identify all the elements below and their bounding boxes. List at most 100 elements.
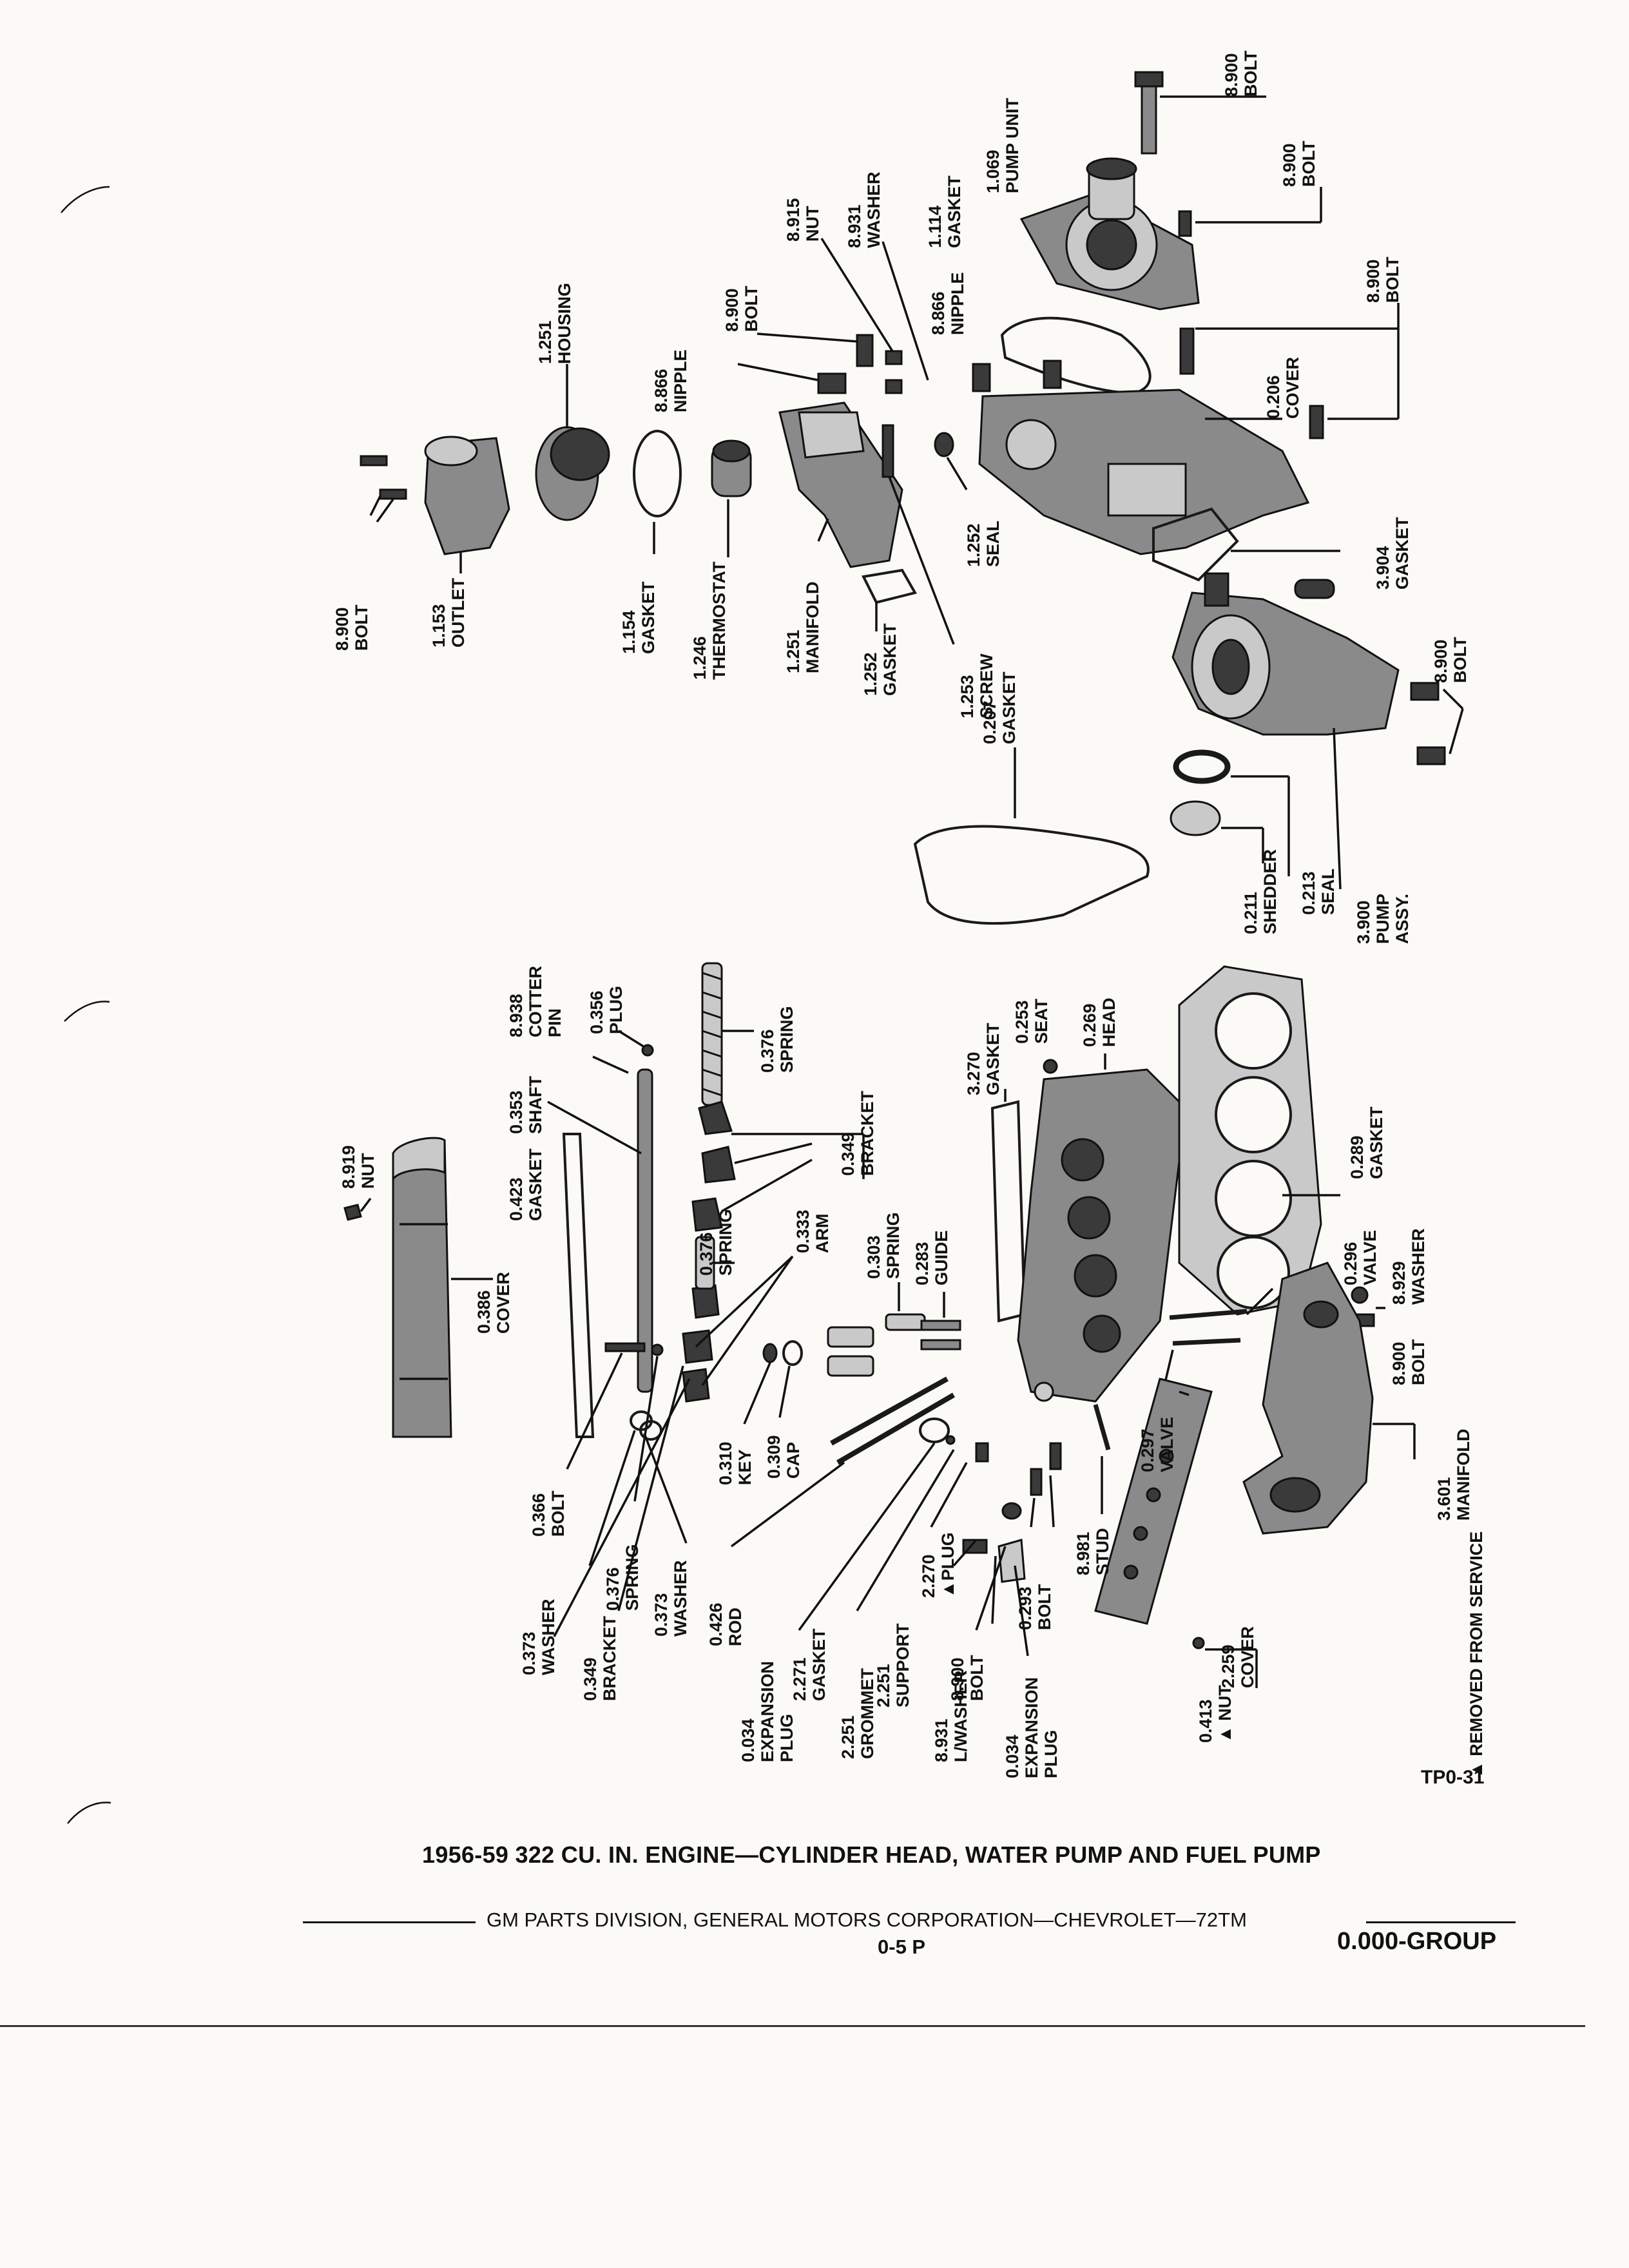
callout-number: 1.252 — [861, 652, 880, 696]
callout-number: 0.373 — [651, 1593, 671, 1637]
callout-name: VALVE — [1157, 1417, 1177, 1472]
shaft-bolt — [604, 1342, 646, 1352]
callout-number: 1.153 — [429, 604, 448, 648]
callout-number: 0.423 — [506, 1177, 526, 1221]
plug-2 — [1001, 1502, 1022, 1520]
callout-label: 3.601MANIFOLD — [1434, 1429, 1473, 1521]
callout-number: 0.293 — [1016, 1586, 1035, 1630]
callout-label: 0.034EXPANSIONPLUG — [1003, 1677, 1061, 1778]
callout-label: 8.900BOLT — [1280, 140, 1318, 187]
callout-number: 0.426 — [706, 1602, 726, 1646]
nipple-2 — [1043, 360, 1062, 389]
callout-number: 1.154 — [619, 610, 639, 654]
callout-number: 0.269 — [1080, 1003, 1099, 1047]
arm-1 — [701, 1146, 736, 1184]
valve-key — [762, 1343, 778, 1363]
callout-name: NUT — [803, 206, 822, 242]
manifold-screw — [882, 424, 894, 478]
callout-number: 8.900 — [722, 288, 742, 332]
callout-name: WASHER — [864, 171, 883, 248]
callout-name: GASKET — [526, 1148, 545, 1221]
callout-number: 8.900 — [333, 607, 352, 651]
callout-label: 0.253SEAT — [1012, 998, 1051, 1044]
cover-nut — [343, 1204, 362, 1221]
callout-name: SPRING — [716, 1209, 735, 1276]
callout-name: BOLT — [967, 1655, 987, 1701]
callout-name: COVER — [1283, 357, 1302, 419]
callout-label: 0.426ROD — [706, 1602, 745, 1646]
callout-label: 0.376SPRING — [697, 1209, 735, 1276]
callout-number: 1.069 — [983, 149, 1003, 193]
timing-cover — [978, 389, 1310, 555]
callout-label: 0.349BRACKET — [581, 1615, 619, 1701]
fuel-pump-assembly — [1171, 572, 1400, 736]
valve-seat — [1043, 1059, 1058, 1074]
gasket-pump — [1000, 316, 1152, 395]
callout-number: 1.252 — [964, 523, 983, 567]
callout-name: PLUG — [1041, 1730, 1061, 1778]
water-pump-group — [913, 71, 1464, 925]
callout-name: COVER — [494, 1272, 513, 1334]
callout-number: 1.246 — [690, 636, 709, 680]
arm-3 — [691, 1284, 720, 1319]
callout-name: BOLT — [1035, 1584, 1054, 1630]
callout-number: 2.251 — [874, 1664, 893, 1707]
callout-label: 0.297VALVE — [1138, 1417, 1177, 1472]
callout-label: 8.866NIPPLE — [651, 349, 690, 412]
callout-label: 8.981STUD — [1074, 1528, 1112, 1576]
cylinder-head — [1017, 1068, 1187, 1403]
callout-name: GASKET — [1367, 1106, 1386, 1179]
callout-label: 0.366BOLT — [529, 1490, 568, 1537]
callout-name: CAP — [784, 1442, 803, 1479]
callout-name: NUT — [358, 1153, 378, 1189]
callout-number: 8.900 — [1431, 639, 1451, 683]
callout-label: 8.866NIPPLE — [929, 272, 967, 335]
margin-mark-2 — [64, 1001, 110, 1022]
footer-rule-right — [1366, 1921, 1516, 1923]
margin-mark-3 — [67, 1802, 111, 1824]
callout-name: NIPPLE — [671, 349, 690, 412]
bolt-fuel-2 — [1416, 746, 1446, 765]
callout-name: GASKET — [999, 671, 1019, 744]
callout-label: 0.213SEAL — [1299, 869, 1338, 915]
bolt-fuel-1 — [1410, 682, 1440, 701]
removed-from-service-note: ▲ REMOVED FROM SERVICE — [1467, 1532, 1486, 1778]
head-gasket-small — [990, 1100, 1027, 1323]
callout-name: SPRING — [622, 1544, 642, 1611]
callout-label: 8.929WASHER — [1389, 1228, 1428, 1305]
callout-name: GASKET — [880, 623, 900, 696]
head-bolt-2 — [1030, 1468, 1043, 1496]
callout-label: 8.900BOLT — [1364, 256, 1402, 303]
callout-name: PUMP UNIT — [1003, 97, 1022, 193]
callout-number: 2.251 — [838, 1715, 858, 1759]
shaft-washer — [651, 1343, 664, 1356]
callout-name: SHEDDER — [1260, 849, 1280, 934]
callout-number: 0.289 — [1347, 1135, 1367, 1179]
callout-number: 8.900 — [1364, 259, 1383, 303]
callout-name: SPRING — [883, 1212, 903, 1279]
water-manifold — [778, 401, 903, 568]
thermostat-housing — [535, 426, 610, 521]
valve-guide-1 — [920, 1320, 961, 1331]
callout-number: 8.938 — [506, 994, 526, 1037]
push-rod-1 — [830, 1376, 949, 1446]
callout-name: COVER — [1238, 1626, 1257, 1688]
callout-number: 0.413 — [1196, 1699, 1215, 1743]
footer-rule-left — [303, 1921, 476, 1923]
callout-name: BOLT — [1451, 637, 1470, 683]
callout-number: 0.333 — [793, 1209, 813, 1253]
callout-label: 1.154GASKET — [619, 581, 658, 654]
callout-number: 0.206 — [1264, 375, 1283, 419]
callout-label: 8.931L/WASHER — [932, 1670, 970, 1762]
callout-number: 3.601 — [1434, 1477, 1454, 1521]
callout-name: SHAFT — [526, 1076, 545, 1134]
callout-number: 8.900 — [948, 1657, 967, 1701]
callout-label: 0.296VALVE — [1341, 1230, 1380, 1285]
callout-number: 3.270 — [964, 1052, 983, 1095]
callout-label: 3.270GASKET — [964, 1023, 1003, 1095]
callout-name: ▲PLUG — [938, 1532, 958, 1598]
callout-name: PLUG — [606, 986, 626, 1034]
callout-label: 0.349BRACKET — [838, 1090, 877, 1176]
callout-label: 0.283GUIDE — [912, 1230, 951, 1285]
valve-exhaust — [1169, 1309, 1248, 1320]
